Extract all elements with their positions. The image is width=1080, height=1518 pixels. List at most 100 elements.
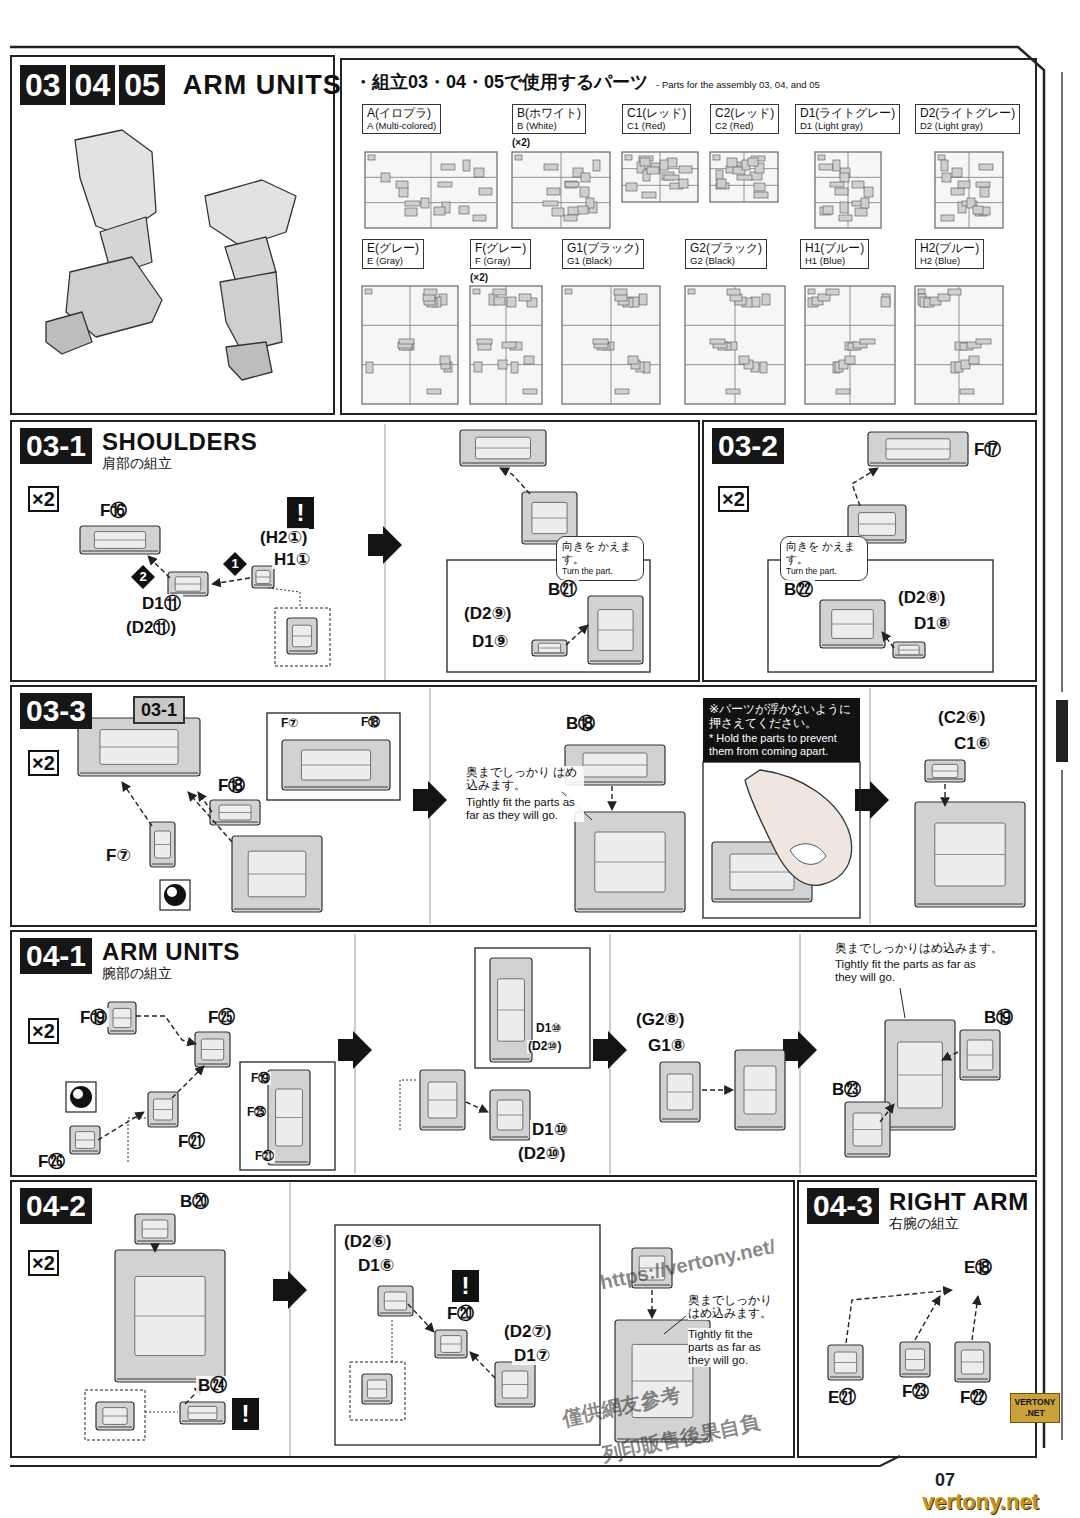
runner-part	[754, 192, 768, 198]
part-shade	[380, 1312, 411, 1314]
part-shade	[830, 1376, 861, 1378]
part-body	[820, 600, 885, 648]
part-shade	[422, 1126, 463, 1128]
part-label: F㉖	[36, 1152, 67, 1171]
part-drawing	[180, 1402, 225, 1424]
part-face	[502, 1371, 528, 1398]
part-detail	[103, 1416, 127, 1417]
step-number: 04-1	[20, 938, 92, 974]
part-label: E㉑	[826, 1388, 858, 1407]
runner-part	[565, 182, 579, 187]
runner-name: C2(レッド)	[715, 106, 774, 120]
part-detail	[428, 1100, 457, 1101]
part-drawing	[960, 1030, 1000, 1080]
inset-frame	[703, 762, 860, 918]
runner-part	[593, 339, 608, 344]
figure-shape	[226, 342, 272, 380]
hole-symbol-light	[167, 887, 177, 897]
part-body	[96, 1402, 134, 1430]
runner-name: B (White)	[517, 120, 581, 132]
runner-drawing	[365, 152, 497, 228]
part-body	[660, 1062, 700, 1122]
part-drawing	[362, 1374, 392, 1404]
part-detail	[497, 1115, 523, 1116]
part-drawing	[287, 618, 317, 654]
dashed-arrow	[466, 1102, 488, 1112]
runner-part	[581, 173, 590, 182]
part-drawing	[135, 1214, 175, 1244]
runner-drawing	[622, 152, 698, 202]
part-label: F㉕	[246, 1106, 267, 1119]
step-panel: 04-3RIGHT ARM右腕の組立	[797, 1180, 1037, 1458]
dashed-arrow	[98, 1112, 144, 1140]
dashed-arrow	[136, 1016, 196, 1044]
part-drawing	[893, 642, 925, 658]
runner-part	[826, 289, 839, 295]
step-arrow	[413, 781, 447, 819]
part-face	[935, 823, 1005, 886]
part-detail	[583, 765, 647, 766]
quantity-note: (×2)	[512, 137, 530, 149]
runner-name: D2(ライトグレー)	[920, 106, 1015, 120]
runner-name: G1(ブラック)	[567, 241, 639, 255]
part-shade	[870, 462, 966, 464]
bubble-text: 向きを かえます。	[786, 540, 862, 566]
runner-part	[833, 160, 840, 171]
dashed-arrow	[188, 792, 232, 842]
page-frame	[10, 47, 1044, 1448]
site-mark: vertony.net	[922, 1490, 1039, 1514]
runner-part	[494, 297, 505, 305]
part-drawing	[115, 1250, 225, 1382]
part-shade	[927, 778, 963, 780]
part-body	[828, 1345, 863, 1380]
runner-part	[580, 187, 589, 197]
part-drawing	[868, 432, 968, 466]
part-label: F⑯	[98, 501, 129, 520]
part-face	[188, 1406, 217, 1419]
runner-gate	[365, 152, 497, 228]
runner-gate	[512, 152, 610, 228]
step-arrow	[783, 1031, 817, 1069]
runner-drawing	[915, 286, 1003, 404]
runner-part	[960, 389, 974, 394]
part-face	[667, 1074, 693, 1110]
step-number: 03-1	[20, 428, 92, 464]
runner-name: H1(ブルー)	[805, 241, 864, 255]
runner-name: C2 (Red)	[715, 120, 774, 132]
part-label: D1⑩	[535, 1022, 563, 1035]
order-diamond: 2	[131, 565, 155, 589]
runner-part	[421, 198, 429, 208]
runner-part	[840, 173, 849, 182]
part-label: F⑲	[78, 1008, 109, 1027]
part-shade	[847, 1153, 888, 1155]
caution-mark: !	[232, 1398, 259, 1430]
part-label: B㉒	[782, 580, 815, 599]
runner-drawing	[935, 152, 1003, 228]
part-shade	[902, 1373, 928, 1375]
quantity-box: ×2	[28, 1250, 59, 1276]
part-face	[441, 1336, 461, 1353]
runner-label: E(グレー)E (Gray)	[362, 239, 424, 269]
runner-part	[727, 289, 740, 295]
runner-name: C1(レッド)	[627, 106, 686, 120]
part-shade	[284, 786, 388, 788]
runner-part	[473, 215, 486, 221]
dashed-arrow	[470, 1352, 495, 1378]
part-face	[153, 1099, 172, 1120]
part-detail	[256, 577, 270, 578]
part-body	[210, 800, 260, 825]
part-shade	[887, 1126, 953, 1128]
runner-name: B(ホワイト)	[517, 106, 581, 120]
part-face	[367, 1380, 386, 1398]
part-shade	[234, 908, 320, 910]
runner-part	[739, 356, 749, 364]
runner-frame	[562, 286, 660, 404]
part-body	[575, 812, 685, 912]
part-shade	[82, 550, 158, 552]
figure-shape	[220, 272, 282, 352]
caution-note: ※パーツが浮かないように 押さえてください。* Hold the parts t…	[703, 698, 860, 762]
part-body	[115, 1250, 225, 1382]
step-panel: ×2!12向きを かえます。Turn the part.03-1SHOULDER…	[10, 420, 700, 682]
part-label: (D2⑧)	[896, 588, 947, 607]
assembly-note: Tightly fit the parts as far as they wil…	[835, 958, 995, 984]
